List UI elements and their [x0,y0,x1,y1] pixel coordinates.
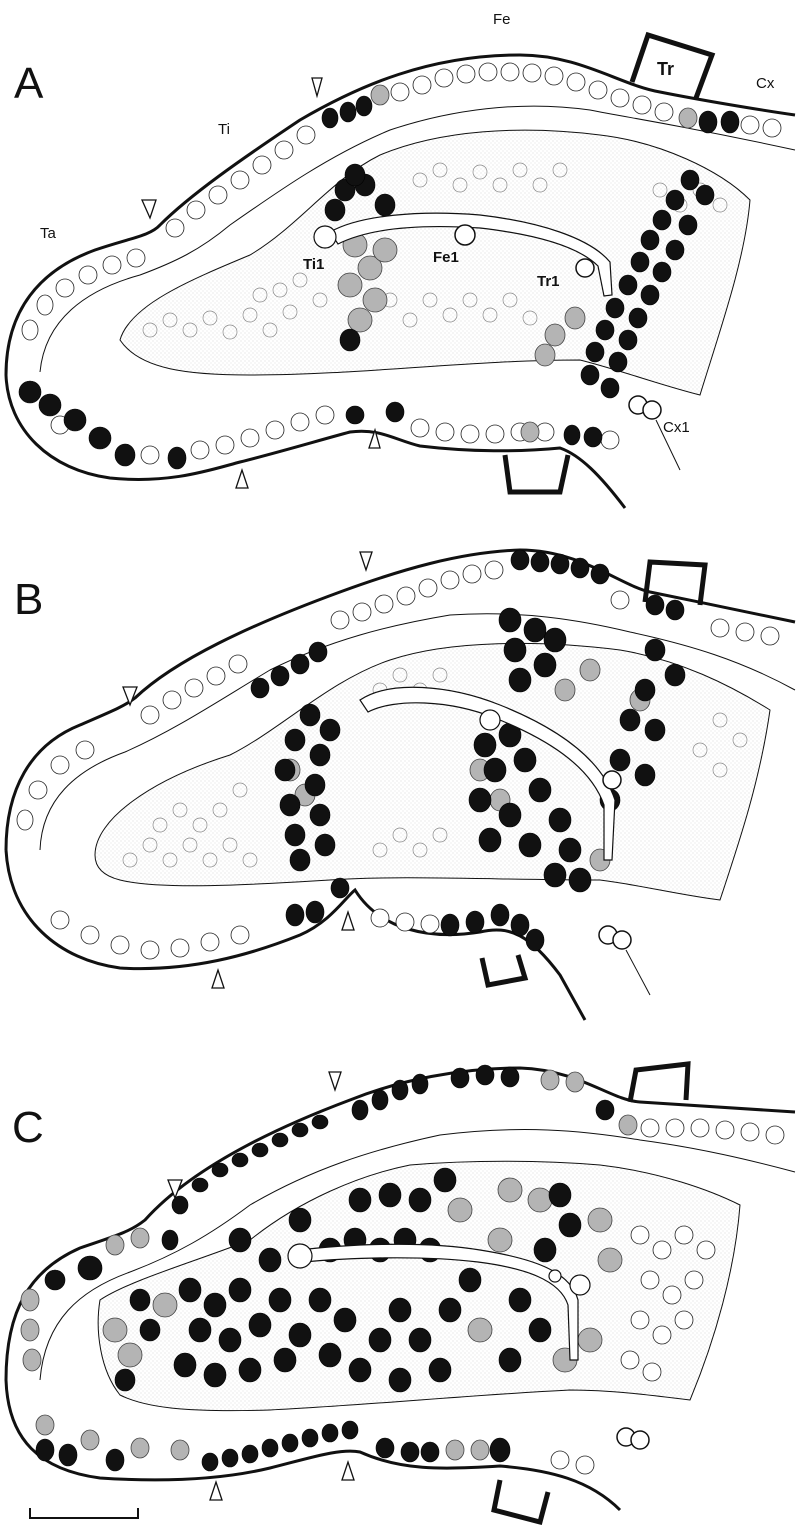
arrowhead-3-c [342,1462,354,1480]
panel-letter-a: A [14,59,44,108]
label-ti: Ti [218,121,230,138]
panel-a: A [6,11,795,508]
label-ti1: Ti1 [303,256,324,273]
arrowhead-4-b [212,970,224,988]
label-fe: Fe [493,11,511,28]
scale-bar [30,1508,138,1518]
label-ta: Ta [40,225,57,242]
label-cx: Cx [756,75,775,92]
arrowhead-2-b [123,687,137,705]
panel-b: B [6,550,795,1020]
label-cx1: Cx1 [663,419,690,436]
arrowhead-1-a [312,78,322,96]
arrowhead-4-c [210,1482,222,1500]
bracket-bottom-a [505,455,568,492]
bracket-bottom-b [482,955,525,985]
bracket-top-c [630,1064,688,1102]
panel-letter-b: B [14,575,43,624]
bracket-bottom-c [494,1480,548,1522]
arrowhead-1-b [360,552,372,570]
arrowhead-3-b [342,912,354,930]
panel-c: C [6,1064,795,1522]
arrowhead-1-c [329,1072,341,1090]
label-tr1: Tr1 [537,273,560,290]
label-tr: Tr [657,59,674,79]
panel-letter-c: C [12,1103,44,1152]
arrowhead-4-a [236,470,248,488]
arrowhead-2-a [142,200,156,218]
label-fe1: Fe1 [433,249,459,266]
